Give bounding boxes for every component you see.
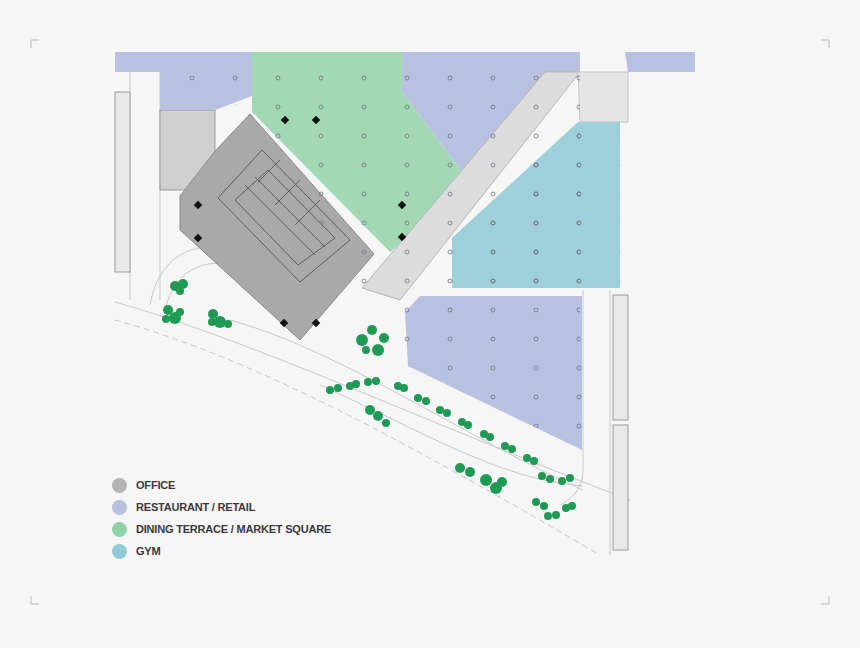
walkway bbox=[578, 72, 628, 122]
trees bbox=[162, 279, 576, 520]
retail-zones bbox=[115, 52, 695, 450]
structural-columns bbox=[194, 116, 406, 327]
legend-row: GYM bbox=[112, 540, 331, 562]
legend-swatch bbox=[112, 500, 127, 515]
legend: OFFICE RESTAURANT / RETAIL DINING TERRACE … bbox=[112, 474, 331, 562]
legend-text: DINING TERRACE / MARKET SQUARE bbox=[136, 523, 331, 535]
legend-row: RESTAURANT / RETAIL bbox=[112, 496, 331, 518]
legend-text: GYM bbox=[136, 545, 160, 557]
legend-swatch bbox=[112, 478, 127, 493]
crop-marks bbox=[31, 40, 829, 604]
legend-swatch bbox=[112, 544, 127, 559]
legend-swatch bbox=[112, 522, 127, 537]
column-grid bbox=[115, 52, 620, 450]
legend-row: DINING TERRACE / MARKET SQUARE bbox=[112, 518, 331, 540]
legend-text: OFFICE bbox=[136, 479, 175, 491]
legend-row: OFFICE bbox=[112, 474, 331, 496]
legend-text: RESTAURANT / RETAIL bbox=[136, 501, 255, 513]
